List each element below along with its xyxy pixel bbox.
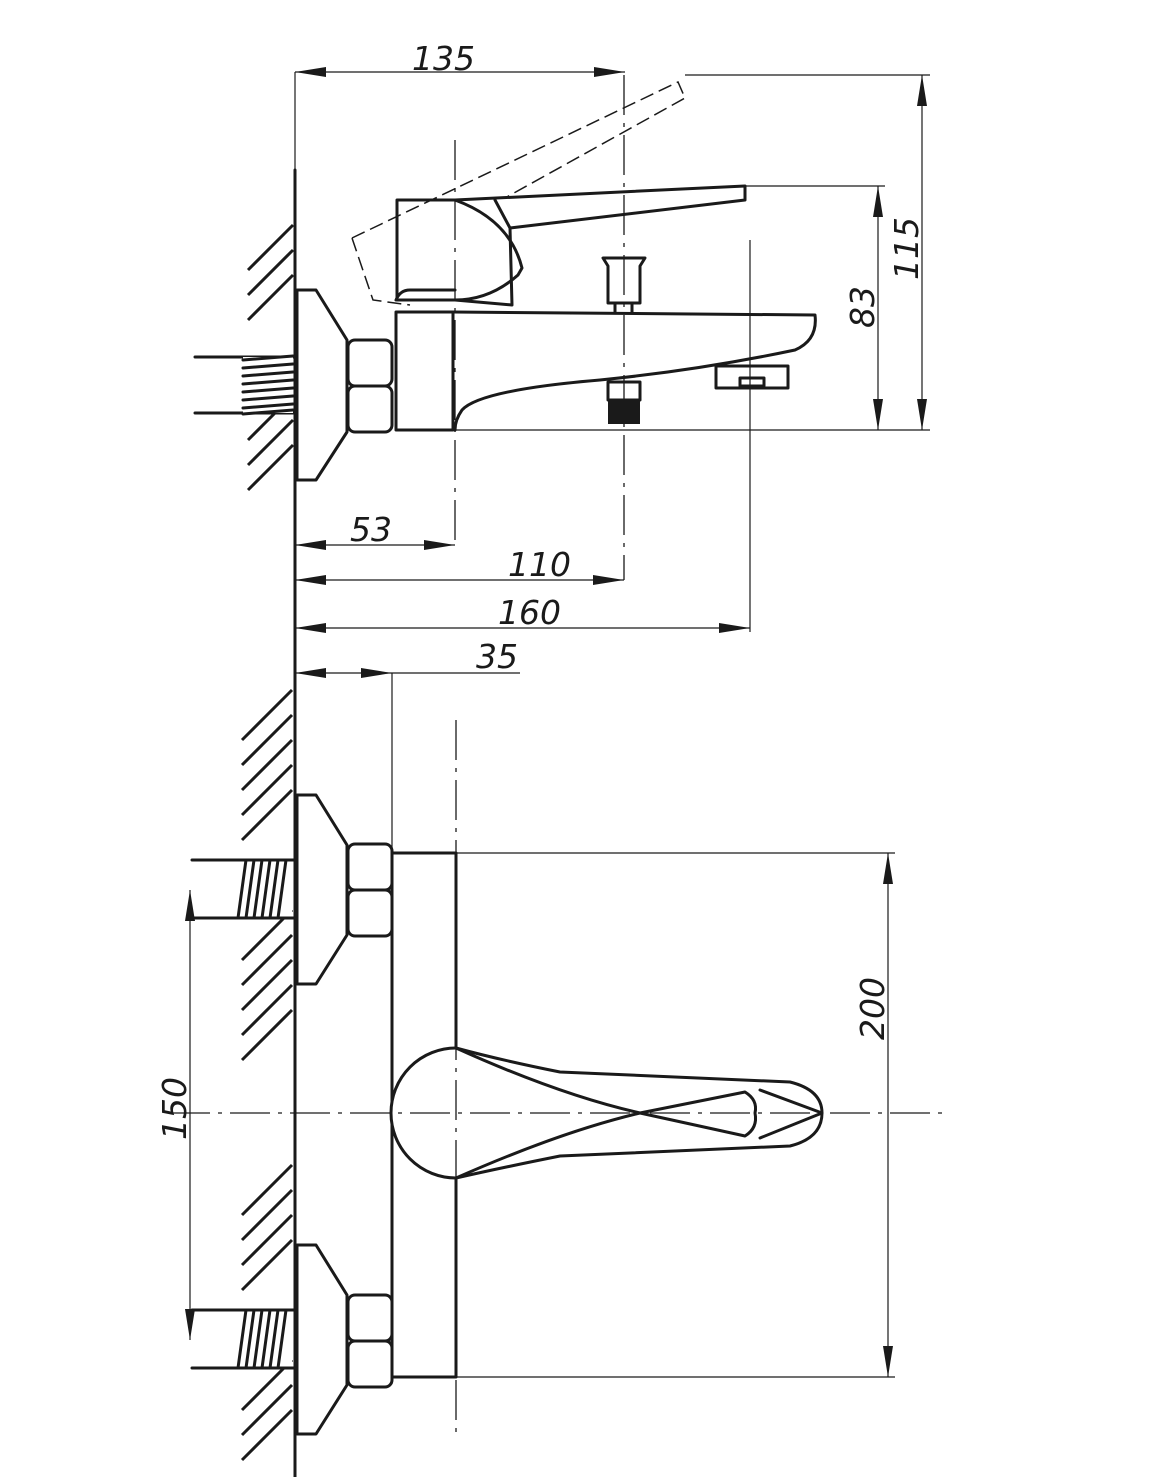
- hex-nut-lower: [346, 1293, 394, 1389]
- dim-lever-axis-offset: 53: [350, 510, 392, 549]
- escutcheon-side: [295, 288, 349, 482]
- lever-cap-side: [395, 198, 524, 302]
- hex-nut-side: [346, 338, 394, 434]
- dim-body-height: 200: [853, 977, 892, 1040]
- mixer-body-side: [394, 310, 455, 432]
- lever-raised-dashed: [351, 80, 686, 306]
- dim-spout-reach: 160: [498, 593, 561, 632]
- hex-nut-upper: [346, 842, 394, 938]
- side-view: [193, 75, 817, 632]
- dim-overall-height: 115: [887, 217, 926, 280]
- dim-spout-height: 83: [843, 286, 882, 328]
- aerator: [738, 376, 766, 388]
- supply-pipe-upper: [190, 858, 297, 920]
- lever-handle-side: [453, 184, 747, 307]
- wall-hatching-top: [246, 223, 295, 492]
- spout-outlet: [714, 364, 790, 390]
- diverter-knob: [601, 256, 647, 314]
- dim-inlet-spacing: 150: [155, 1077, 194, 1140]
- dim-overall-depth: 135: [412, 39, 475, 78]
- supply-pipe-side: [193, 354, 297, 416]
- side-view-dimensions: 135 53 110 160 83 115: [294, 39, 930, 633]
- spout-side: [451, 310, 817, 432]
- front-view-dimensions: 35 200 150: [155, 637, 895, 1378]
- dim-body-offset: 35: [476, 637, 518, 676]
- supply-pipe-lower: [190, 1308, 297, 1370]
- escutcheon-upper: [295, 793, 349, 986]
- dim-diverter-offset: 110: [508, 545, 571, 584]
- escutcheon-lower: [295, 1243, 349, 1436]
- front-view: [170, 720, 950, 1440]
